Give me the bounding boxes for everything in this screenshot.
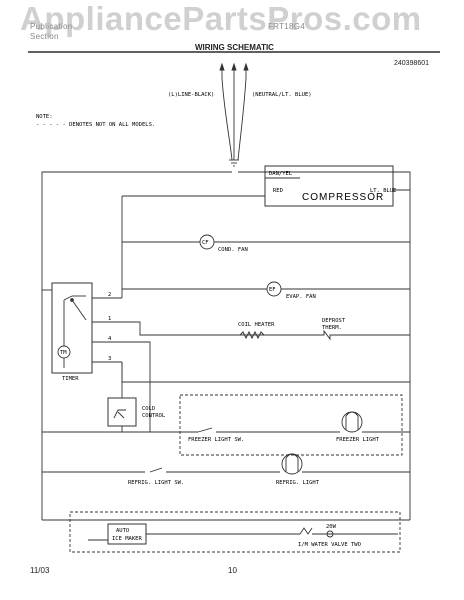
- cold-control-label-2: CONTROL: [142, 413, 166, 419]
- ground-icon: [229, 150, 239, 167]
- cond-fan-label: COND. FAN: [218, 247, 248, 253]
- coil-heater-label: COIL HEATER: [238, 322, 275, 328]
- refrig-light-label: REFRIG. LIGHT: [276, 480, 320, 486]
- defrost-therm-label-2: THERM.: [322, 325, 342, 331]
- evap-fan-symbol: EF: [269, 287, 276, 293]
- model-label: FRT18G4: [268, 22, 306, 31]
- line-label: (L)LINE-BLACK): [168, 92, 214, 98]
- compressor-lt-blue-wire: LT. BLUE: [370, 188, 397, 194]
- terminal-3: 3: [108, 356, 111, 362]
- compressor-label: COMPRESSOR: [302, 192, 384, 203]
- terminal-1: 1: [108, 316, 111, 322]
- section-label: Section: [30, 32, 59, 41]
- footer-date: 11/03: [30, 566, 50, 575]
- neutral-label: (NEUTRAL/LT. BLUE): [252, 92, 312, 98]
- note-text: - - - - - DENOTES NOT ON ALL MODELS.: [36, 122, 155, 128]
- ice-maker-label-2: ICE MAKER: [112, 536, 142, 542]
- power-plug-icon: [219, 62, 249, 78]
- compressor-red-wire: RED: [273, 188, 283, 194]
- defrost-therm-label-1: DEFROST: [322, 318, 346, 324]
- page-title: WIRING SCHEMATIC: [195, 43, 274, 52]
- freezer-light-sw-label: FREEZER LIGHT SW.: [188, 437, 244, 443]
- evap-fan-label: EVAP. FAN: [286, 294, 316, 300]
- water-valve-symbol: 20W: [326, 524, 337, 530]
- timer-motor-symbol: TM: [60, 350, 67, 356]
- publication-label: Publication: [30, 22, 73, 31]
- cold-control-label-1: COLD: [142, 406, 155, 412]
- footer-page-number: 10: [228, 566, 237, 575]
- freezer-light-label: FREEZER LIGHT: [336, 437, 380, 443]
- note-title: NOTE:: [36, 114, 53, 120]
- ice-maker-label-1: AUTO: [116, 528, 129, 534]
- part-number: 240398601: [394, 60, 430, 67]
- timer-label: TIMER: [62, 376, 79, 382]
- watermark: AppliancePartsPros.com: [20, 0, 422, 37]
- refrig-light-sw-label: REFRIG. LIGHT SW.: [128, 480, 184, 486]
- water-valve-label: I/M WATER VALVE TWO: [298, 542, 361, 548]
- terminal-4: 4: [108, 336, 112, 342]
- terminal-2: 2: [108, 292, 111, 298]
- compressor-top-wire: DAN/YEL: [269, 171, 293, 177]
- cond-fan-symbol: CF: [202, 240, 209, 246]
